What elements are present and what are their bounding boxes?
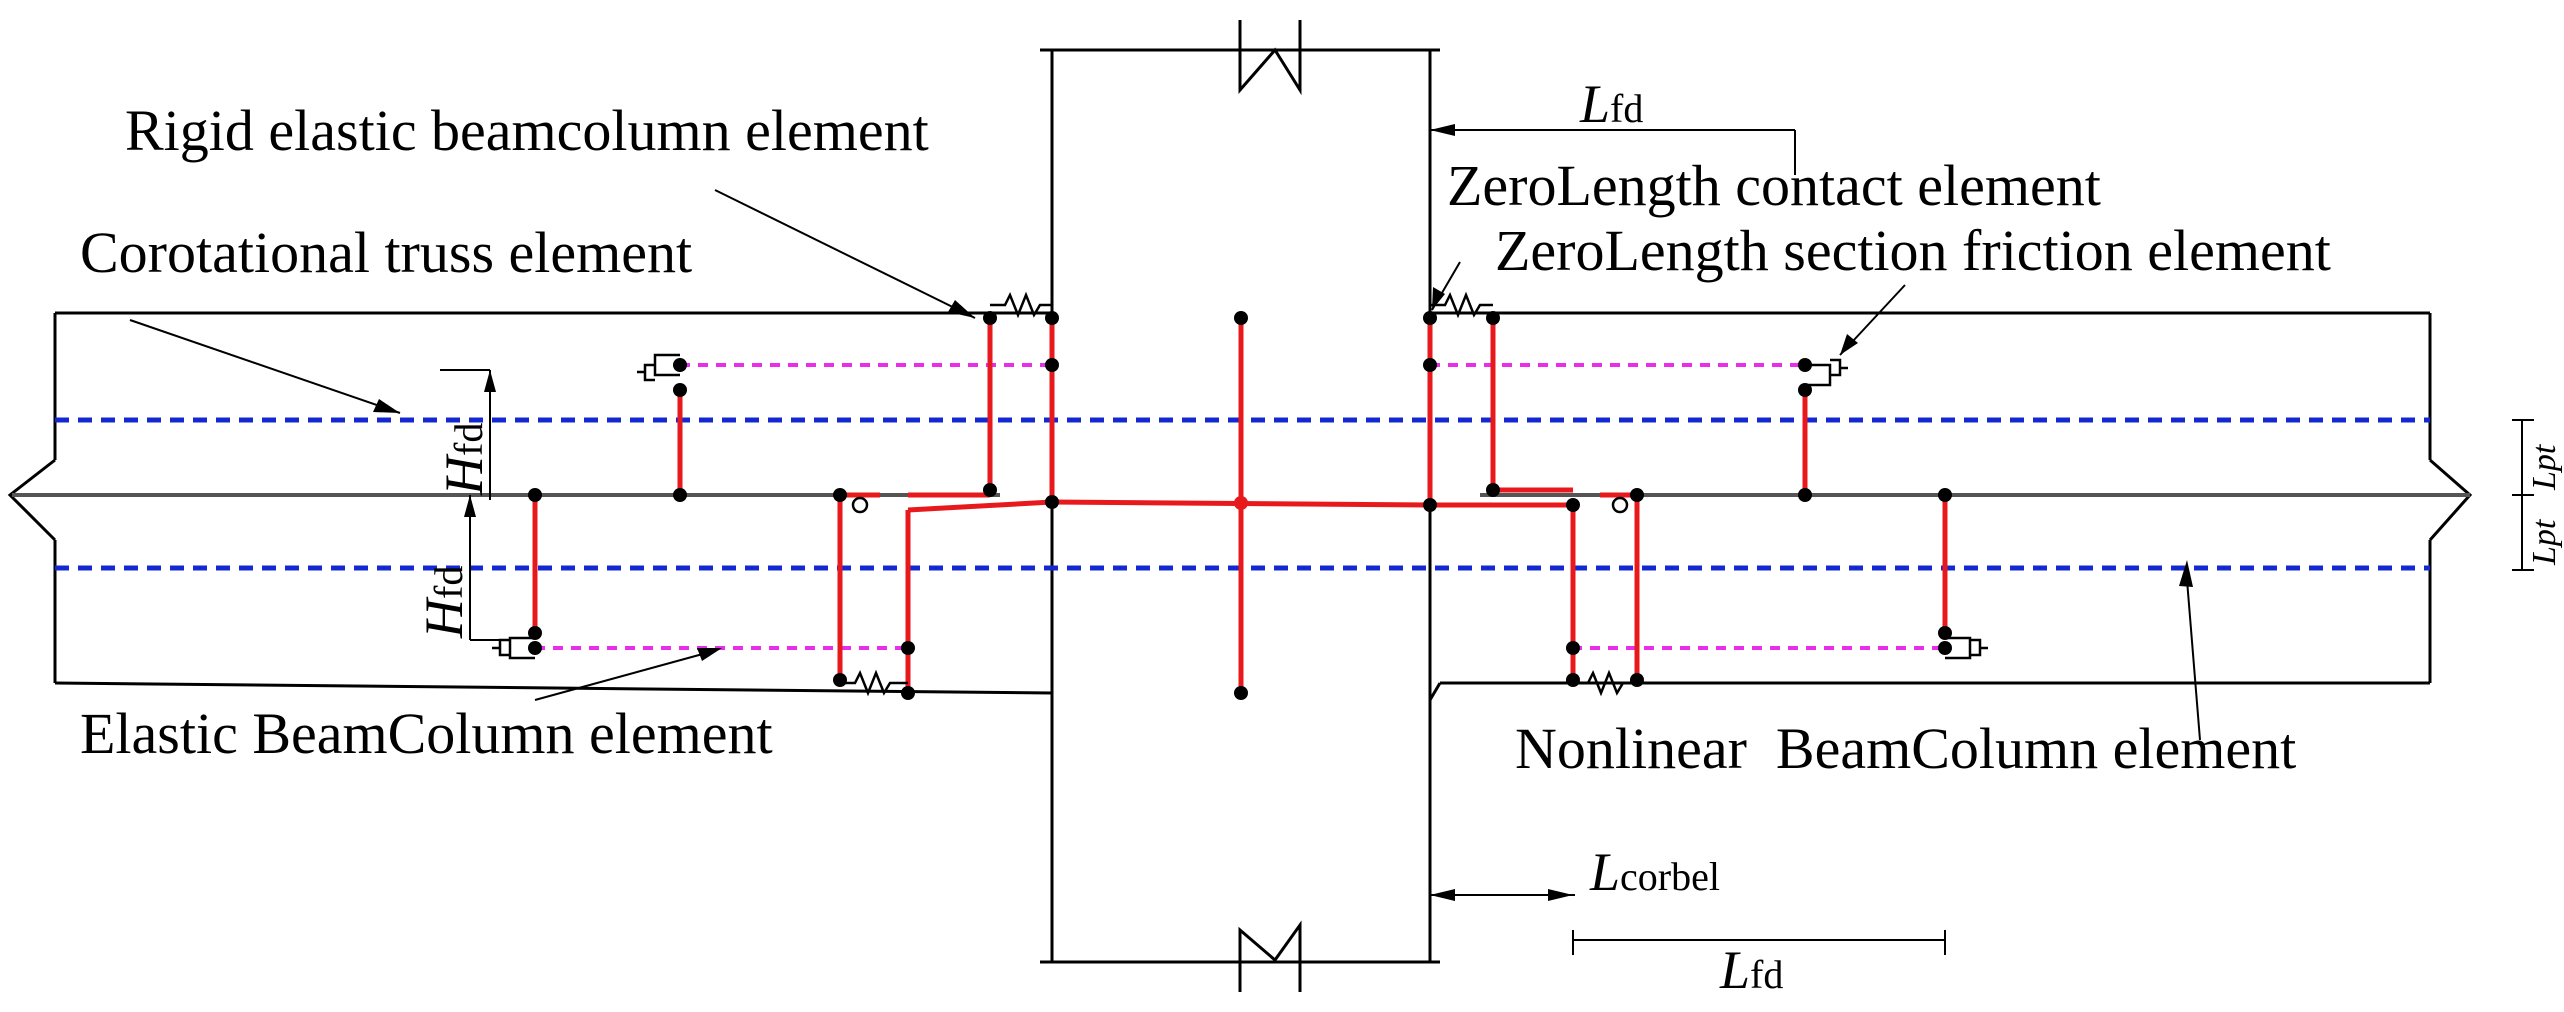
spring-elements (840, 291, 1637, 697)
joint-centre-node (1234, 496, 1248, 510)
label-corotational-truss: Corotational truss element (80, 220, 692, 285)
dim-hfd-lower: Hfd (414, 566, 474, 639)
nonlinear-fiber-layers (55, 417, 2430, 571)
label-elastic-beamcolumn: Elastic BeamColumn element (80, 701, 773, 766)
label-nonlinear-beamcolumn: Nonlinear BeamColumn element (1515, 716, 2296, 781)
nodes (528, 311, 1952, 700)
dim-lfd-top: Lfd (1579, 74, 1643, 134)
label-zerolength-contact: ZeroLength contact element (1447, 153, 2101, 218)
label-zerolength-friction: ZeroLength section friction element (1495, 218, 2331, 283)
friction-symbols (492, 353, 1988, 660)
dim-lfd-bottom: Lfd (1719, 940, 1783, 1000)
dim-lcorbel: Lcorbel (1589, 842, 1720, 902)
arrow-heads (373, 124, 2193, 901)
rigid-elements (532, 318, 1948, 693)
dim-lpt-upper: Lpt (2526, 443, 2563, 491)
label-rigid-elastic: Rigid elastic beamcolumn element (125, 98, 929, 163)
dim-lpt-lower: Lpt (2526, 518, 2563, 566)
dim-hfd-upper: Hfd (434, 423, 494, 496)
break-marks (7, 20, 2473, 992)
